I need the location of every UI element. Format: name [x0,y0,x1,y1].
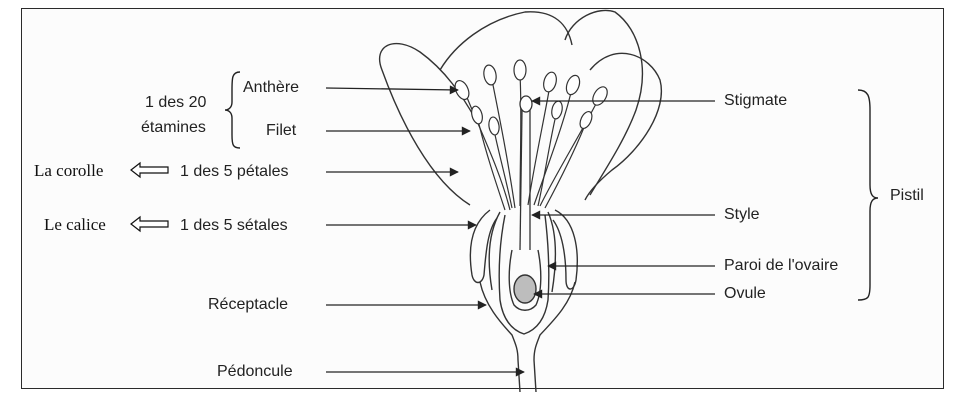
petal-label: 1 des 5 pétales [180,164,289,180]
sepal-left-outer [470,210,497,283]
ovule-label: Ovule [724,286,766,302]
calyx-label: Le calice [44,216,106,233]
anther-label: Anthère [243,80,299,96]
petal-back-right [565,10,642,195]
peduncle-label: Pédoncule [217,364,293,380]
stamen-bracket [225,72,240,148]
calyx-arrow-icon [131,217,168,231]
petal-left [380,44,476,205]
petal-right [585,53,661,200]
stamens [466,75,598,210]
stamen-count-label: 1 des 20 [145,95,206,111]
petal-back-left [440,12,572,70]
sepal-left-inner [489,212,500,290]
receptacle-label: Réceptacle [208,297,288,313]
corolla-label: La corolle [34,162,103,179]
ovary-wall-label: Paroi de l'ovaire [724,258,838,274]
pistil-bracket [858,90,878,300]
filament-label: Filet [266,123,296,139]
pistil-label: Pistil [890,188,924,204]
sepal-label: 1 des 5 sétales [180,218,288,234]
ovary [499,215,549,334]
sepal-right-outer [553,210,577,289]
stigma-label: Stigmate [724,93,787,109]
corolla-arrow-icon [131,163,168,177]
anthers [452,60,610,136]
stamen-word-label: étamines [141,120,206,136]
ovule-shape [514,275,536,303]
pistil-drawing [520,96,532,250]
style-label: Style [724,207,760,223]
